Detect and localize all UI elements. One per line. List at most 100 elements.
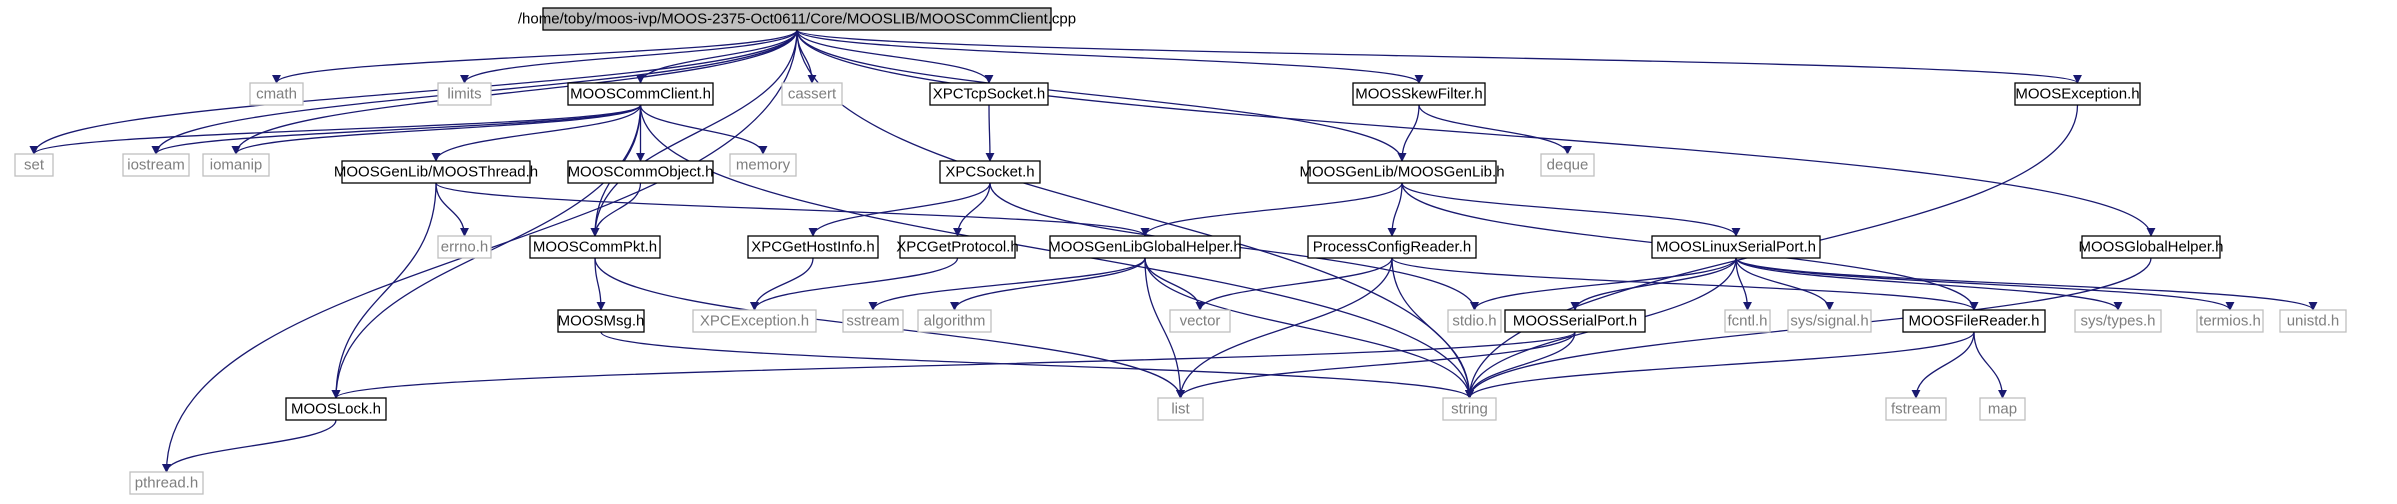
edge-processconfig-to-list [1175,257,1393,399]
edge-linuxserial-to-signal [1735,257,1835,311]
node-xpcexception: XPCException.h [692,309,817,333]
node-skewfilter[interactable]: MOOSSkewFilter.h [1352,82,1486,106]
node-commobject[interactable]: MOOSCommObject.h [567,160,714,184]
edge-root-to-skewfilter [796,29,1424,84]
node-label: MOOSGlobalHelper.h [2078,239,2223,256]
node-termios: termios.h [2196,309,2264,333]
edge-globalhelper_genlib-to-list [1144,257,1186,399]
node-box [437,82,492,106]
edge-linuxserial-to-serialport [1570,257,1737,311]
node-iostream: iostream [122,153,190,177]
edge-filereader-to-map [1973,331,2008,399]
node-moosexception[interactable]: MOOSException.h [2014,82,2141,106]
edge-root-to-cmath [272,29,798,84]
node-limits: limits [437,82,492,106]
node-commclient_h[interactable]: MOOSCommClient.h [567,82,714,106]
node-globalhelper[interactable]: MOOSGlobalHelper.h [2078,235,2224,259]
edge-commclient_h-to-iomanip [231,104,642,155]
node-commpkt[interactable]: MOOSCommPkt.h [529,235,661,259]
node-box [1307,160,1497,184]
edge-xpcsocket-to-xpcgethostinfo [808,182,991,237]
edge-moosthread-to-globalhelper_genlib [435,182,1150,237]
edge-root-to-set [29,29,798,155]
node-box [14,153,54,177]
edge-linuxserial-to-unistd [1735,257,2318,311]
node-box [747,235,879,259]
edge-globalhelper_genlib-to-string [1144,257,1475,399]
node-label: MOOSGenLibGlobalHelper.h [1048,239,1241,256]
node-moosmsg[interactable]: MOOSMsg.h [557,309,645,333]
edge-commclient_h-to-moosthread [431,104,642,162]
edge-xpcsocket-to-xpcgetprotocol [952,182,991,237]
node-box [437,235,492,259]
node-label: MOOSGenLib/MOOSThread.h [334,164,538,181]
node-pthread: pthread.h [129,471,204,495]
node-string: string [1442,397,1497,421]
node-label: vector [1180,313,1221,330]
node-xpctcpsocket[interactable]: XPCTcpSocket.h [929,82,1049,106]
edge-root-to-limits [460,29,798,84]
node-label: sys/types.h [2080,313,2155,330]
node-linuxserial[interactable]: MOOSLinuxSerialPort.h [1651,235,1821,259]
node-xpcsocket[interactable]: XPCSocket.h [939,160,1041,184]
node-box [1979,397,2026,421]
node-algorithm: algorithm [917,309,992,333]
edge-root-to-xpctcpsocket [796,29,994,84]
node-box [1787,309,1872,333]
node-box [781,82,843,106]
node-box [929,82,1049,106]
edge-linuxserial-to-systypes [1735,257,2123,311]
node-sstream: sstream [842,309,904,333]
edge-xpcgethostinfo-to-xpcexception [749,257,814,311]
node-xpcgetprotocol[interactable]: XPCGetProtocol.h [896,235,1019,259]
node-box [1902,309,2046,333]
edge-linuxserial-to-fcntl [1735,257,1753,311]
node-box [2014,82,2141,106]
node-box [1447,309,1502,333]
node-label: MOOSCommClient.h [570,86,711,103]
node-xpcgethostinfo[interactable]: XPCGetHostInfo.h [747,235,879,259]
node-memory: memory [729,153,797,177]
node-label: unistd.h [2287,313,2340,330]
edge-serialport-to-mooslock [331,331,1576,399]
edge-moosgenlib-to-linuxserial [1401,182,1741,237]
node-box [692,309,817,333]
node-label: MOOSSerialPort.h [1513,313,1637,330]
node-mooslock[interactable]: MOOSLock.h [285,397,387,421]
node-processconfig[interactable]: ProcessConfigReader.h [1307,235,1477,259]
node-label: cmath [256,86,297,103]
node-globalhelper_genlib[interactable]: MOOSGenLibGlobalHelper.h [1048,235,1242,259]
edge-serialport-to-string [1464,331,1576,399]
node-box [1724,309,1771,333]
node-box [899,235,1016,259]
node-box [341,160,531,184]
edge-processconfig-to-filereader [1391,257,1979,311]
node-box [1885,397,1947,421]
node-label: algorithm [924,313,986,330]
node-label: deque [1547,157,1589,174]
node-label: termios.h [2199,313,2261,330]
node-label: stdio.h [1452,313,1496,330]
node-label: XPCSocket.h [945,164,1034,181]
node-moosgenlib[interactable]: MOOSGenLib/MOOSGenLib.h [1299,160,1505,184]
node-label: set [24,157,45,174]
edge-commpkt-to-moosmsg [594,257,606,311]
node-moosthread[interactable]: MOOSGenLib/MOOSThread.h [334,160,538,184]
node-box [1157,397,1204,421]
node-box [939,160,1041,184]
node-label: MOOSCommObject.h [568,164,714,181]
node-serialport[interactable]: MOOSSerialPort.h [1504,309,1646,333]
node-label: iostream [127,157,185,174]
node-label: MOOSException.h [2015,86,2139,103]
edge-filereader-to-string [1465,331,1975,399]
node-box [557,309,645,333]
node-label: pthread.h [135,475,198,492]
node-label: errno.h [441,239,489,256]
node-filereader[interactable]: MOOSFileReader.h [1902,309,2046,333]
node-label: XPCGetHostInfo.h [751,239,874,256]
edge-skewfilter-to-deque [1418,104,1573,155]
node-label: MOOSSkewFilter.h [1355,86,1483,103]
edge-moosmsg-to-string [600,331,1474,399]
edge-moosthread-to-mooslock [331,182,437,399]
